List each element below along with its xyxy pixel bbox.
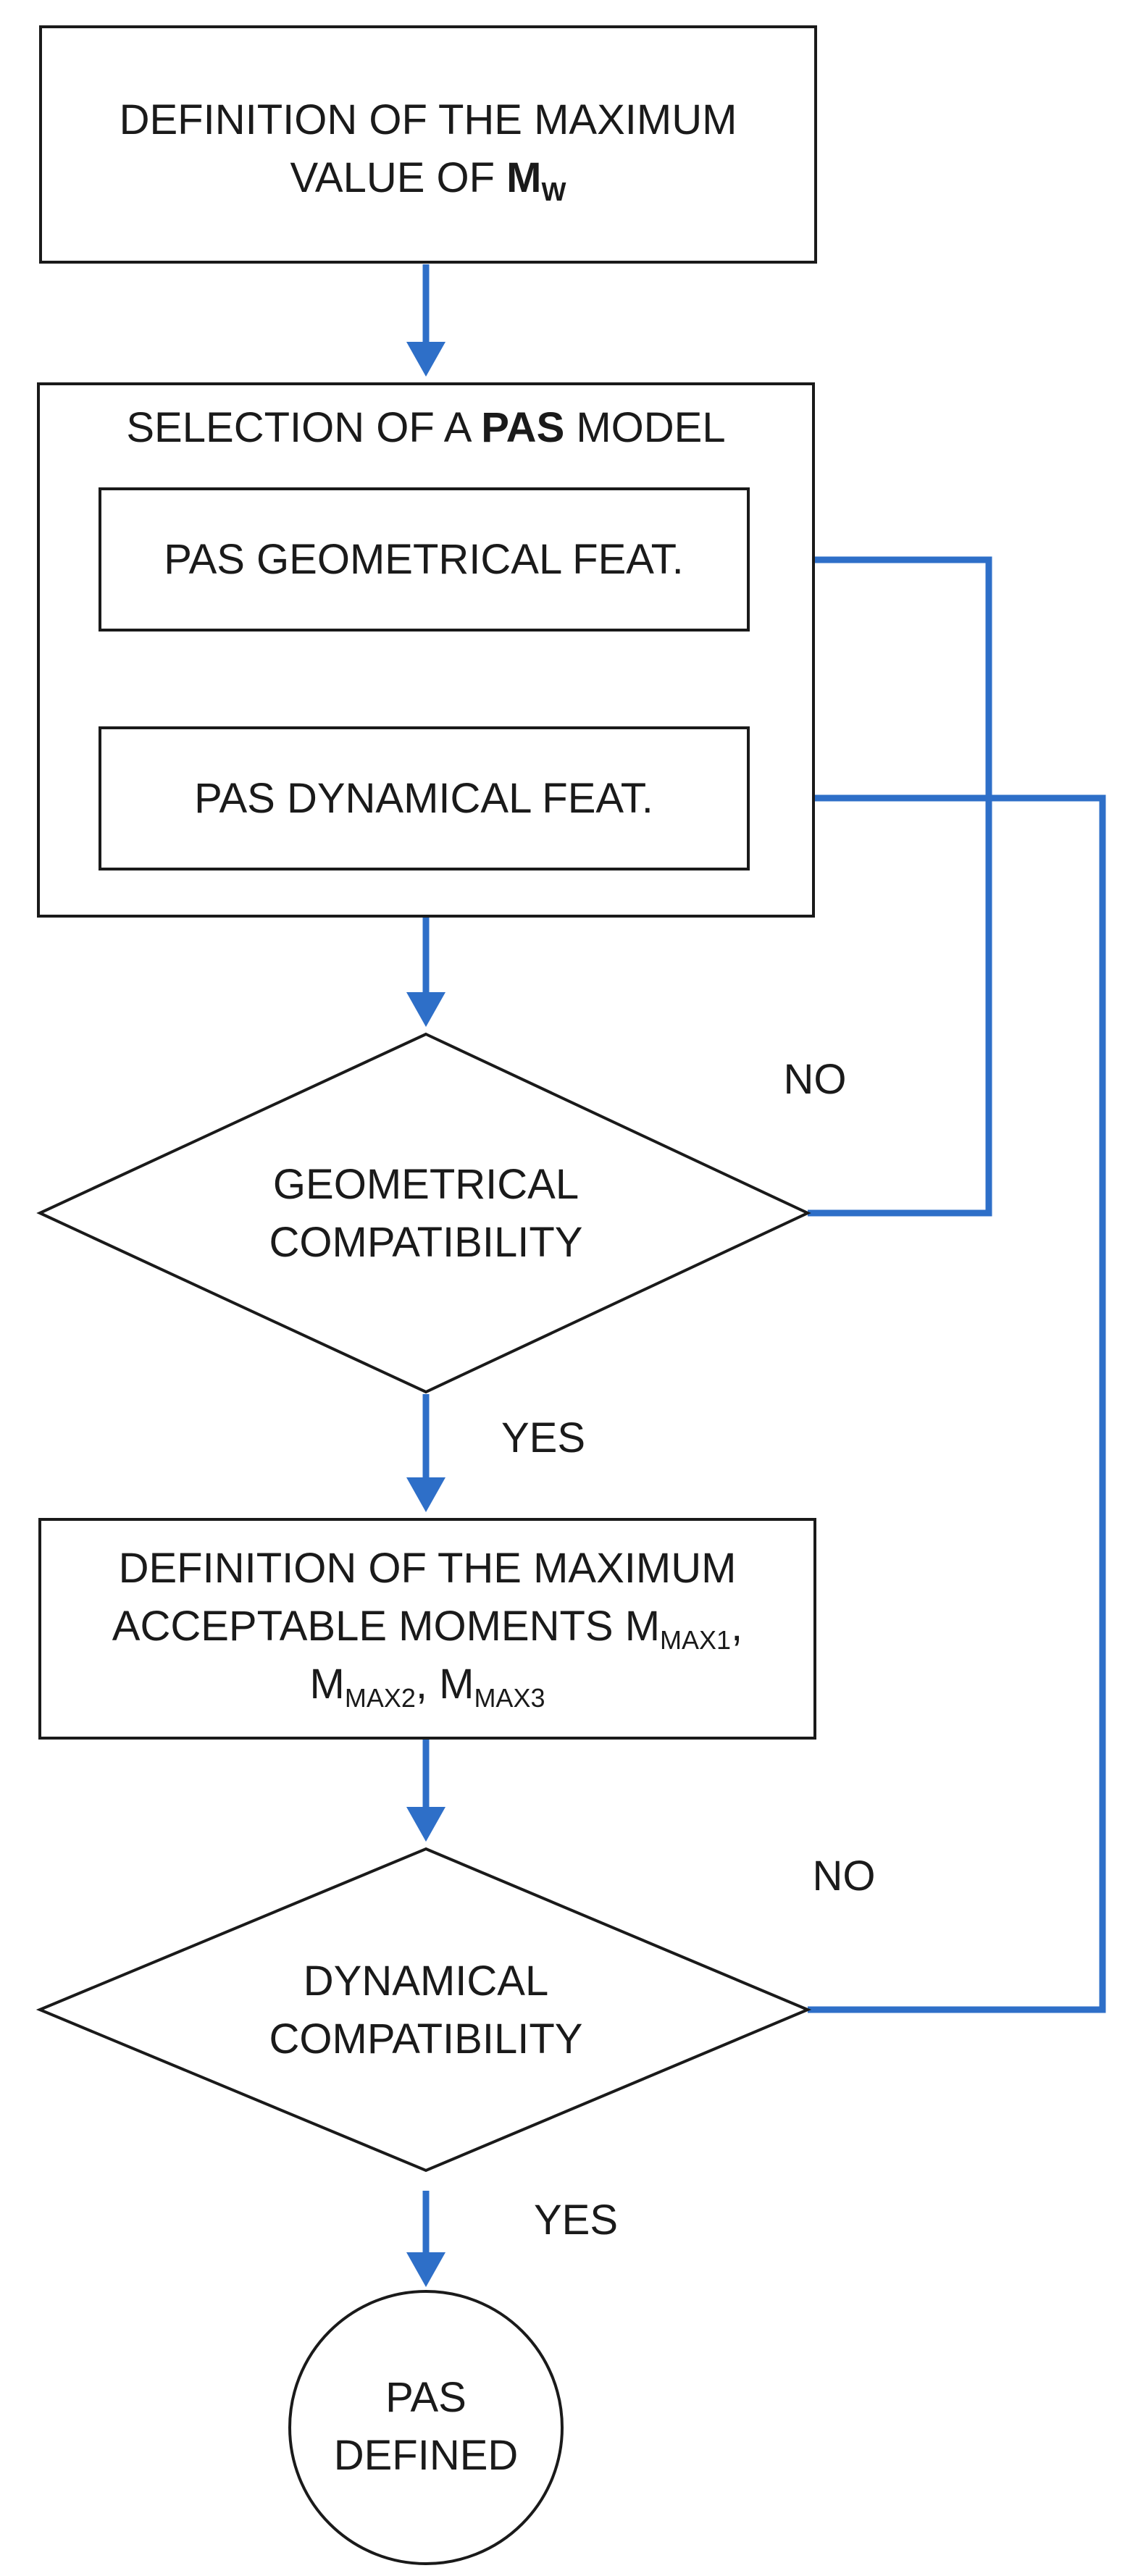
moments-line-3-subscript-2: MAX3 — [474, 1683, 545, 1713]
start-line-2-prefix: VALUE OF — [290, 154, 507, 201]
moments-line-3: MMAX2, MMAX3 — [310, 1661, 545, 1713]
selection-title-prefix: SELECTION OF A — [126, 404, 481, 451]
dynamic-yes-label: YES — [534, 2197, 618, 2244]
geometrical-feat-label: PAS GEOMETRICAL FEAT. — [164, 536, 684, 583]
start-line-2-symbol: M — [506, 154, 541, 201]
arrowhead-moments-to-dynamic-check — [406, 1807, 445, 1842]
dynamic-check-line-1: DYNAMICAL — [304, 1958, 548, 2005]
moments-line-2-suffix: , — [731, 1603, 742, 1650]
end-line-2: DEFINED — [334, 2432, 519, 2479]
geometric-check-line-2: COMPATIBILITY — [269, 1219, 583, 1266]
moments-line-2-prefix: ACCEPTABLE MOMENTS M — [112, 1603, 660, 1650]
moments-line-3-mid: , M — [416, 1661, 474, 1708]
loop-dynamic-no-to-dynamical-feat — [782, 794, 1106, 2013]
loop-geometric-no-to-geometrical-feat — [782, 556, 992, 1217]
geometrical-feat-box — [99, 487, 750, 632]
arrowhead-start-to-selection — [406, 342, 445, 377]
geometric-no-label: NO — [784, 1056, 847, 1103]
geometric-check-diamond — [36, 1032, 811, 1394]
selection-title: SELECTION OF A PAS MODEL — [126, 404, 725, 451]
moments-line-1: DEFINITION OF THE MAXIMUM — [119, 1545, 737, 1592]
moments-line-2: ACCEPTABLE MOMENTS MMAX1, — [112, 1603, 742, 1655]
moments-line-2-subscript: MAX1 — [660, 1625, 731, 1655]
moments-line-3-subscript-1: MAX2 — [345, 1683, 416, 1713]
start-line-1: DEFINITION OF THE MAXIMUM — [120, 96, 737, 143]
selection-title-suffix: MODEL — [564, 404, 725, 451]
dynamic-no-label: NO — [813, 1853, 876, 1900]
dynamical-feat-box — [99, 726, 750, 870]
start-line-2: VALUE OF MW — [290, 154, 566, 206]
arrowhead-dynamic-yes-to-end — [406, 2252, 445, 2287]
dynamic-check-line-2: COMPATIBILITY — [269, 2015, 583, 2063]
dynamical-feat-label: PAS DYNAMICAL FEAT. — [194, 775, 653, 822]
arrowhead-geometric-yes-to-moments — [406, 1477, 445, 1512]
start-line-2-subscript: W — [542, 177, 566, 206]
end-line-1: PAS — [385, 2374, 467, 2421]
moments-line-3-symbol-1: M — [310, 1661, 345, 1708]
dynamic-check-diamond — [35, 1847, 812, 2173]
geometric-check-line-1: GEOMETRICAL — [273, 1161, 579, 1208]
moments-box — [38, 1518, 816, 1740]
arrowhead-selection-to-geometric-check — [406, 992, 445, 1027]
end-circle — [288, 2290, 564, 2565]
start-box — [39, 25, 817, 264]
selection-title-bold: PAS — [481, 404, 564, 451]
geometric-yes-label: YES — [501, 1414, 585, 1461]
